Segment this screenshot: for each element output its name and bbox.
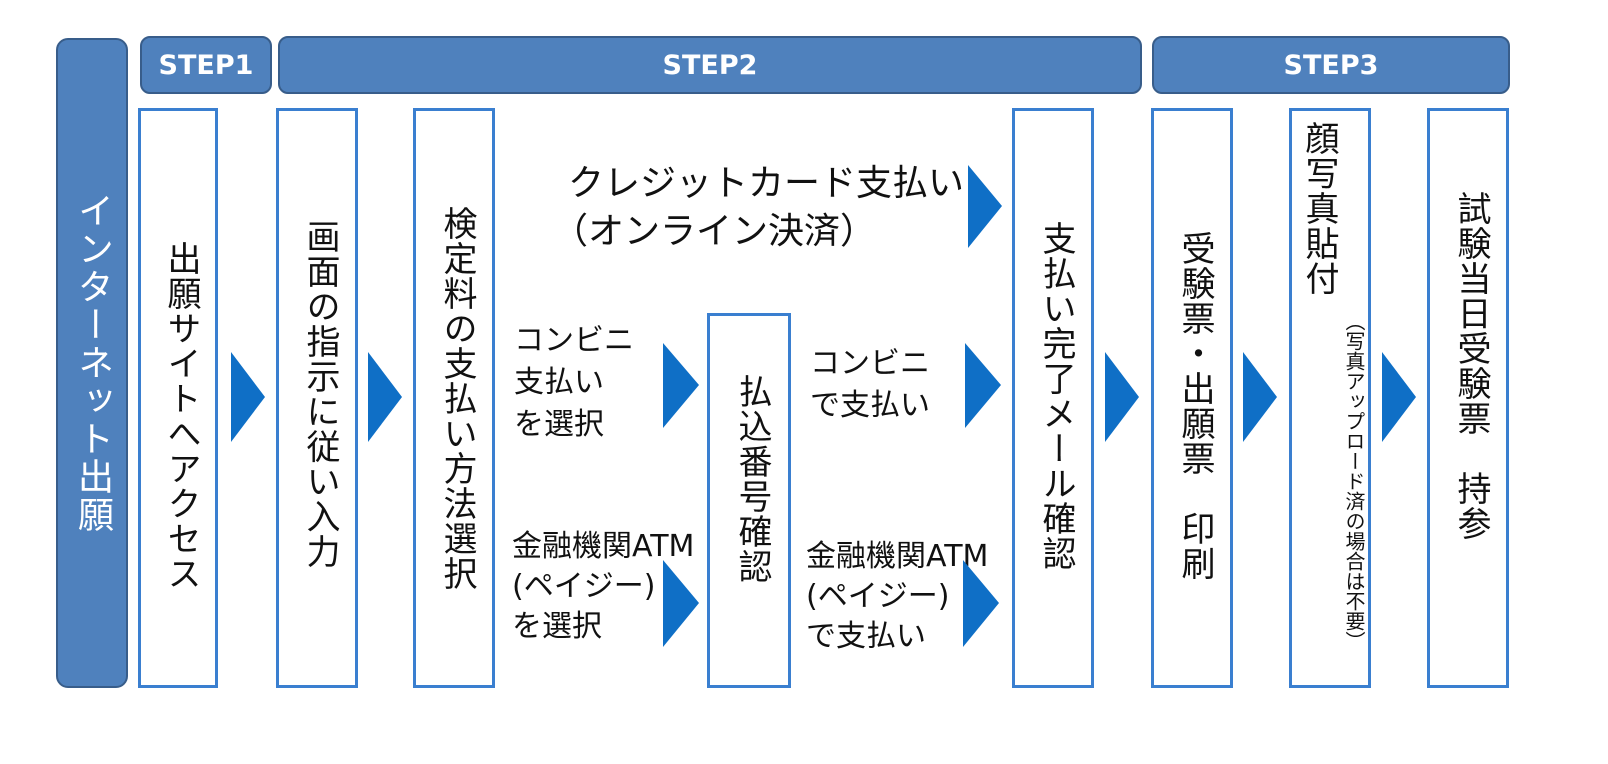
box-screen-input: 画面の指示に従い入力 [276,108,358,688]
side-bar [56,38,128,688]
arrow-2 [368,352,402,442]
conv-pay-label-1: コンビニ [810,346,930,381]
credit-label-2: （オンライン決済） [552,211,877,252]
atm-select-label-1: 金融機関ATM [512,529,695,564]
conv-select-label-2: 支払い [514,365,604,400]
step1-header: STEP1 [140,36,272,94]
photo-main-text: 顔写真貼付 [1299,121,1339,296]
step3-header: STEP3 [1152,36,1510,94]
step2-header: STEP2 [278,36,1142,94]
exam-day-text: 試験当日受験票 持参 [1451,191,1491,541]
photo-note-text: （写真アップロード済の場合は不要） [1342,311,1366,651]
screen-input-text: 画面の指示に従い入力 [300,219,340,569]
apply-site-text: 出願サイトへアクセス [161,241,201,591]
arrow-4 [1243,352,1277,442]
credit-label-1: クレジットカード支払い [568,163,965,204]
atm-select-label-2: (ペイジー) [512,569,656,604]
payment-mail-text: 支払い完了メール確認 [1036,221,1076,571]
conv-select-label-3: を選択 [514,407,604,442]
arrow-atm-select [663,560,699,647]
arrow-1 [231,352,265,442]
conv-select-label-1: コンビニ [514,323,634,358]
arrow-credit [968,165,1002,248]
transfer-number-text: 払込番号確認 [732,374,772,584]
box-apply-site: 出願サイトへアクセス [138,108,218,688]
box-payment-method: 検定料の支払い方法選択 [413,108,495,688]
arrow-conv-pay [965,343,1001,428]
box-payment-mail: 支払い完了メール確認 [1012,108,1094,688]
box-exam-day: 試験当日受験票 持参 [1427,108,1509,688]
box-transfer-number: 払込番号確認 [707,313,791,688]
box-photo: 顔写真貼付 （写真アップロード済の場合は不要） [1289,108,1371,688]
atm-pay-label-1: 金融機関ATM [806,539,989,574]
atm-select-label-3: を選択 [512,609,602,644]
arrow-5 [1382,352,1416,442]
arrow-atm-pay [963,560,999,647]
conv-pay-label-2: で支払い [810,388,930,423]
payment-method-text: 検定料の支払い方法選択 [437,206,477,591]
atm-pay-label-3: で支払い [806,619,926,654]
box-print-tickets: 受験票・出願票 印刷 [1151,108,1233,688]
atm-pay-label-2: (ペイジー) [806,579,950,614]
print-tickets-text: 受験票・出願票 印刷 [1175,231,1215,581]
arrow-conv-select [663,343,699,428]
arrow-3 [1105,352,1139,442]
side-label: インターネット出願 [72,192,113,534]
